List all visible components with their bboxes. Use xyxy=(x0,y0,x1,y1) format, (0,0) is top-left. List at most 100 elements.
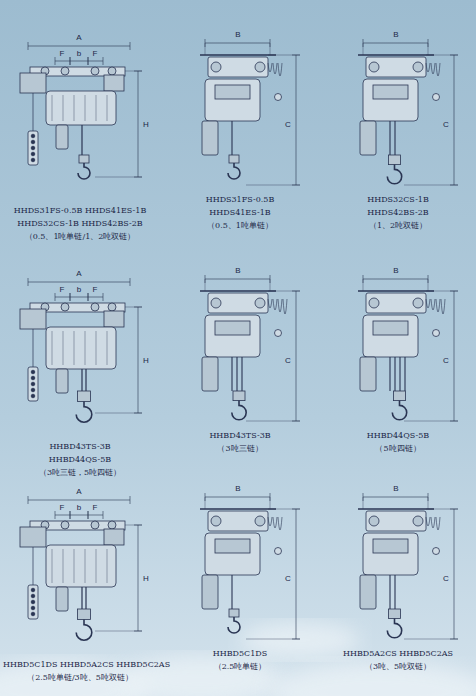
dimension-line xyxy=(55,293,56,301)
cooling-fin xyxy=(63,549,64,583)
dimension-line xyxy=(88,511,89,519)
trolley-wheel xyxy=(255,516,265,526)
dimension-line xyxy=(88,57,89,65)
trolley-wheel xyxy=(108,521,116,529)
dimension-label: A xyxy=(76,488,81,497)
dimension-line xyxy=(296,509,297,639)
pendant-controller xyxy=(28,131,38,165)
cable-clamp xyxy=(433,94,440,101)
dimension-label: b xyxy=(77,50,81,59)
model-caption: HHBD5C1DS HHBD5A2CS HHBD5C2AS xyxy=(3,661,170,670)
pendant-button xyxy=(31,140,35,144)
dimension-label: F xyxy=(60,504,65,513)
i-beam xyxy=(358,54,434,55)
load-chain xyxy=(85,369,86,391)
dimension-line xyxy=(70,57,71,65)
pendant-button xyxy=(31,146,35,150)
hoist-body xyxy=(205,533,260,575)
pendant-button xyxy=(31,588,35,592)
trolley-frame xyxy=(366,57,426,77)
pendant-cable xyxy=(33,329,34,367)
hook-block xyxy=(78,391,91,401)
dimension-line xyxy=(55,57,56,65)
cooling-fin xyxy=(52,95,53,121)
trolley-wheel xyxy=(108,303,116,311)
hook-block xyxy=(233,391,245,401)
cooling-fin xyxy=(85,331,86,365)
cooling-fin xyxy=(85,95,86,121)
festoon-cable xyxy=(283,299,287,314)
pendant-button xyxy=(31,134,35,138)
hook xyxy=(76,401,92,422)
extension-line xyxy=(205,279,206,291)
cooling-fin xyxy=(96,95,97,121)
hook xyxy=(228,617,240,633)
model-caption: （5吨四链） xyxy=(375,445,420,454)
dimension-line xyxy=(28,46,130,47)
dimension-line xyxy=(296,55,297,185)
model-caption: （1、2吨双链） xyxy=(369,222,427,231)
hook xyxy=(228,163,240,179)
dimension-line xyxy=(363,497,428,498)
festoon-cable xyxy=(441,299,445,314)
hoist-body xyxy=(46,327,116,369)
dimension-line xyxy=(134,177,142,178)
pendant-button xyxy=(31,612,35,616)
model-caption: HHBD5C1DS xyxy=(213,650,267,659)
extension-line xyxy=(95,413,142,414)
trolley-wheel xyxy=(211,62,221,72)
model-caption: HHBD43TS-3B xyxy=(209,432,270,441)
pendant-controller xyxy=(28,585,38,619)
festoon-cable xyxy=(278,63,282,76)
hook-block xyxy=(79,155,89,163)
dimension-line xyxy=(134,71,142,72)
dimension-line xyxy=(292,639,300,640)
trolley-wheel xyxy=(61,67,69,75)
dimension-line xyxy=(450,639,458,640)
dimension-line xyxy=(450,509,458,510)
cooling-fin xyxy=(52,331,53,365)
dimension-line xyxy=(292,509,300,510)
motor-cover xyxy=(215,85,250,99)
pendant-button xyxy=(31,388,35,392)
festoon-cable xyxy=(436,517,440,530)
dimension-line xyxy=(88,515,103,516)
dimension-label: H xyxy=(143,357,149,366)
dimension-line xyxy=(454,509,455,639)
pendant-button xyxy=(31,382,35,386)
model-caption: HHDS31FS-0.5B xyxy=(206,196,275,205)
festoon-cable xyxy=(273,63,277,74)
dimension-line xyxy=(363,279,428,280)
pendant-controller xyxy=(28,367,38,401)
dimension-line xyxy=(103,57,104,65)
pendant-cable xyxy=(33,93,34,131)
hoist-body xyxy=(46,91,116,125)
i-beam xyxy=(200,290,276,291)
festoon-cable xyxy=(268,299,272,308)
load-chain xyxy=(85,587,86,609)
dimension-label: H xyxy=(143,121,149,130)
dimension-line xyxy=(292,291,300,292)
dimension-line xyxy=(130,42,131,50)
pendant-button xyxy=(31,600,35,604)
trolley-wheel xyxy=(255,298,265,308)
trolley-wheel xyxy=(413,516,423,526)
extension-line xyxy=(404,185,458,186)
motor-cover xyxy=(215,321,250,335)
dimension-line xyxy=(28,496,29,504)
motor-cover xyxy=(373,539,408,553)
dimension-line xyxy=(70,515,88,516)
dimension-line xyxy=(134,413,142,414)
load-chain xyxy=(81,587,82,609)
pendant-button xyxy=(31,158,35,162)
dimension-line xyxy=(454,291,455,421)
festoon-cable xyxy=(436,299,440,312)
extension-line xyxy=(246,421,300,422)
cable-clamp xyxy=(275,548,282,555)
trolley-wheel xyxy=(255,62,265,72)
dimension-line xyxy=(103,511,104,519)
dimension-line xyxy=(70,297,88,298)
motor-cover xyxy=(373,85,408,99)
pendant-cable xyxy=(33,547,34,585)
